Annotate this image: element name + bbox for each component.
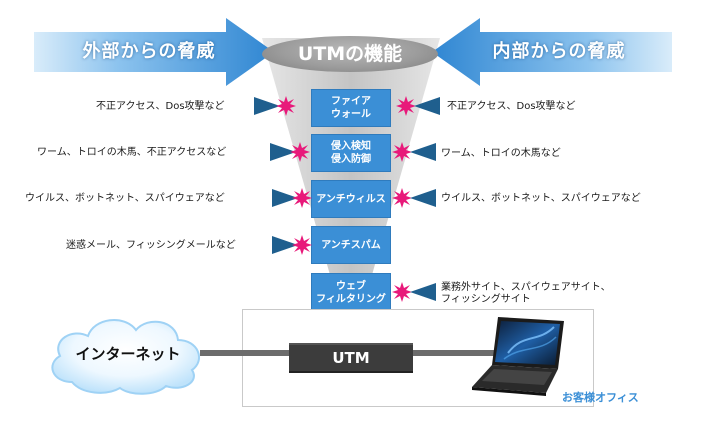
arrow-icon (270, 143, 296, 161)
external-threat-text: ワーム、トロイの木馬、不正アクセスなど (37, 147, 227, 158)
function-box-antivirus: アンチウィルス (311, 180, 391, 218)
function-label: アンチウィルス (316, 193, 386, 205)
internal-threat-arrow: 内部からの脅威 (432, 18, 672, 86)
external-threat-text: 不正アクセス、Dos攻撃など (96, 101, 225, 112)
internal-threat-text: ワーム、トロイの木馬など (441, 148, 561, 159)
starburst-icon (392, 282, 412, 302)
arrow-icon (410, 143, 436, 161)
starburst-icon (396, 96, 416, 116)
customer-office-label: お客様オフィス (562, 391, 639, 404)
arrow-icon (410, 189, 436, 207)
function-box-ids-ips: 侵入検知 侵入防御 (311, 134, 391, 172)
function-box-antispam: アンチスパム (311, 226, 391, 264)
starburst-icon (292, 235, 312, 255)
external-threat-text: ウイルス、ボットネット、スパイウェアなど (25, 193, 225, 204)
arrow-icon (414, 97, 440, 115)
arrow-icon (254, 97, 280, 115)
external-threat-label: 外部からの脅威 (82, 41, 216, 62)
function-label: 侵入検知 侵入防御 (331, 141, 371, 165)
utm-functions-title: UTMの機能 (262, 36, 438, 72)
function-label: アンチスパム (321, 239, 381, 251)
utm-device: UTM (289, 343, 413, 373)
function-box-firewall: ファイア ウォール (311, 89, 391, 127)
external-threat-text: 迷惑メール、フィッシングメールなど (66, 240, 236, 251)
laptop-icon (472, 317, 564, 396)
cloud-icon (51, 318, 200, 395)
external-threat-arrow: 外部からの脅威 (34, 18, 274, 86)
internal-threat-text: ウイルス、ボットネット、スパイウェアなど (441, 193, 641, 204)
internet-label: インターネット (75, 345, 181, 363)
arrow-icon (272, 236, 298, 254)
function-label: ファイア ウォール (331, 96, 371, 120)
starburst-icon (276, 96, 296, 116)
internal-threat-text: 不正アクセス、Dos攻撃など (447, 101, 576, 112)
function-label: ウェブ フィルタリング (316, 281, 386, 305)
arrow-icon (410, 283, 436, 301)
internal-threat-label: 内部からの脅威 (492, 41, 626, 62)
starburst-icon (392, 188, 412, 208)
function-box-web-filtering: ウェブ フィルタリング (311, 273, 391, 313)
starburst-icon (292, 188, 312, 208)
starburst-icon (392, 142, 412, 162)
starburst-icon (290, 142, 310, 162)
internal-threat-text: 業務外サイト、スパイウェアサイト、 フィッシングサイト (441, 282, 611, 305)
arrow-icon (272, 189, 298, 207)
